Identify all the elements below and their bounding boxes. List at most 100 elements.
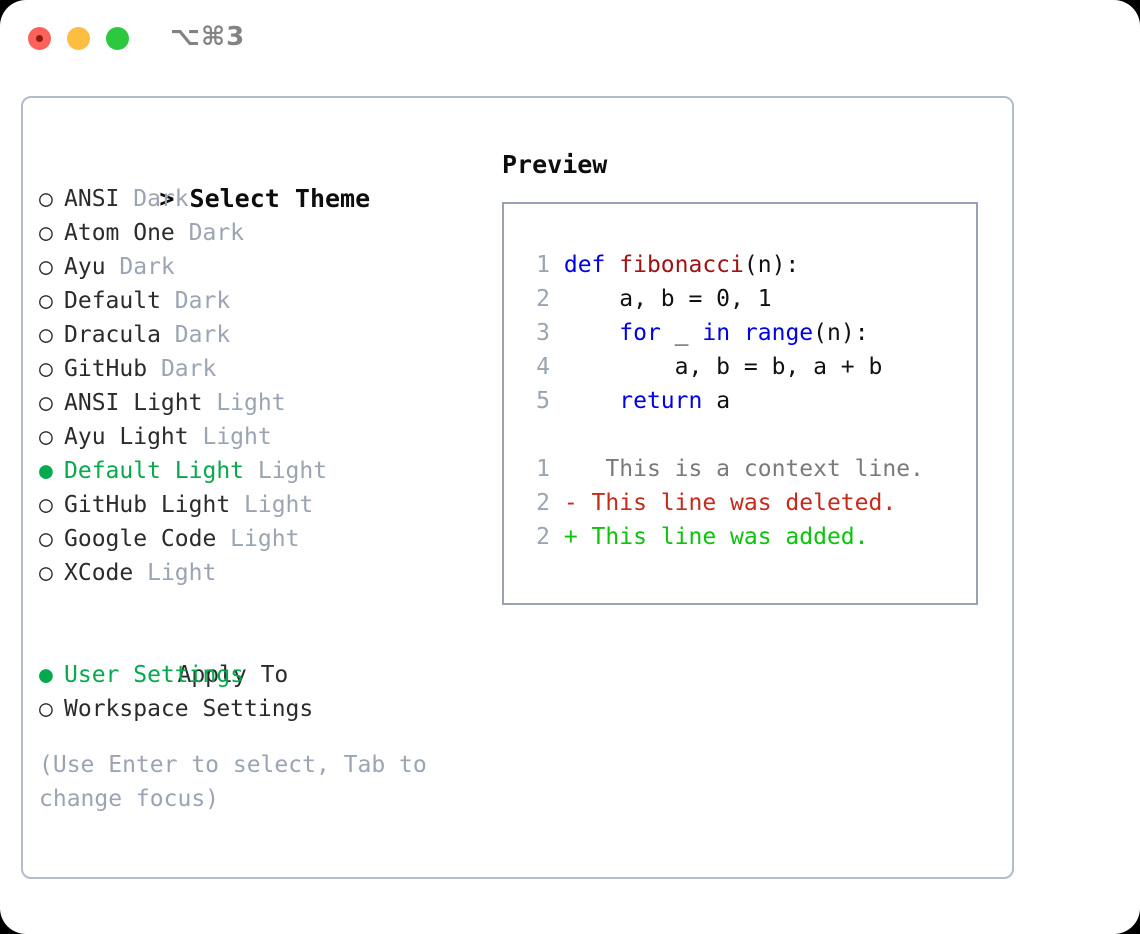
title-bar: ⌥⌘3 <box>0 0 1140 78</box>
theme-item-6[interactable]: ○ ANSI Light Light <box>39 386 509 420</box>
apply-item-1[interactable]: ○ Workspace Settings <box>39 692 509 726</box>
radio-unselected-icon[interactable]: ○ <box>39 356 53 382</box>
selection-column: > Select Theme ○ANSI Dark○Atom One Dark○… <box>39 148 509 816</box>
theme-list[interactable]: ○ ANSI Dark ○ Atom One Dark ○ Ayu Dark ○ Defaul… <box>39 182 509 590</box>
theme-item-meta: Light <box>216 526 300 552</box>
code-line-3: 4 a, b = b, a + b <box>522 350 976 384</box>
apply-to-list[interactable]: ● User Settings ○ Workspace Settings <box>39 658 509 726</box>
select-theme-heading: > Select Theme <box>39 148 509 213</box>
apply-heading-text: Apply To <box>177 662 289 688</box>
diff-line-0: 1 This is a context line. <box>522 452 976 486</box>
theme-item-meta: Dark <box>147 356 217 382</box>
radio-unselected-icon[interactable]: ○ <box>39 560 53 586</box>
code-line-0: 1 def fibonacci(n): <box>522 248 976 282</box>
theme-item-label: XCode <box>64 560 134 586</box>
theme-item-meta: Light <box>133 560 217 586</box>
code-token-plain: (n): <box>813 320 869 346</box>
radio-unselected-icon[interactable]: ○ <box>39 288 53 314</box>
code-token-kw: for <box>619 320 661 346</box>
theme-item-5[interactable]: ○ GitHub Dark <box>39 352 509 386</box>
theme-item-2[interactable]: ○ Ayu Dark <box>39 250 509 284</box>
list-spacer <box>39 590 509 624</box>
code-token-plain: _ <box>660 320 703 346</box>
diff-sample: 1 This is a context line.2 - This line w… <box>522 452 976 554</box>
diff-line-text-add: + This line was added. <box>563 524 869 550</box>
apply-item-label: User Settings <box>64 662 245 688</box>
radio-unselected-icon[interactable]: ○ <box>39 220 53 246</box>
apply-to-heading: Apply To <box>39 624 509 688</box>
code-token-plain: (n): <box>743 252 800 278</box>
code-token-kw: range <box>743 320 814 346</box>
minimize-button[interactable] <box>67 27 90 50</box>
radio-unselected-icon[interactable]: ○ <box>39 526 53 552</box>
maximize-button[interactable] <box>106 27 129 50</box>
diff-line-number: 2 <box>536 490 550 516</box>
code-token-fn: fibonacci <box>619 252 744 278</box>
theme-item-label: Atom One <box>64 220 175 246</box>
theme-item-meta: Dark <box>174 220 245 246</box>
theme-item-9[interactable]: ○ GitHub Light Light <box>39 488 509 522</box>
theme-item-1[interactable]: ○ Atom One Dark <box>39 216 509 250</box>
diff-line-text-ctx: This is a context line. <box>563 456 924 482</box>
radio-selected-icon[interactable]: ● <box>39 458 53 484</box>
theme-item-0[interactable]: ○ ANSI Dark <box>39 182 509 216</box>
theme-item-label: ANSI <box>64 186 120 212</box>
apply-item-label: Workspace Settings <box>64 696 314 722</box>
theme-item-meta: Light <box>230 492 314 518</box>
theme-item-label: GitHub Light <box>64 492 231 518</box>
radio-unselected-icon[interactable]: ○ <box>39 254 53 280</box>
code-line-1: 2 a, b = 0, 1 <box>522 282 976 316</box>
radio-unselected-icon[interactable]: ○ <box>39 390 53 416</box>
theme-heading-text: Select Theme <box>189 184 371 213</box>
theme-item-4[interactable]: ○ Dracula Dark <box>39 318 509 352</box>
code-line-number: 1 <box>536 252 550 278</box>
radio-unselected-icon[interactable]: ○ <box>39 424 53 450</box>
theme-item-11[interactable]: ○ XCode Light <box>39 556 509 590</box>
theme-item-meta: Light <box>244 458 328 484</box>
radio-selected-icon[interactable]: ● <box>39 662 53 688</box>
theme-item-meta: Dark <box>160 288 231 314</box>
radio-unselected-icon[interactable]: ○ <box>39 186 53 212</box>
diff-line-number: 1 <box>536 456 550 482</box>
theme-item-label: Default <box>64 288 161 314</box>
code-token-kw: in <box>702 320 731 346</box>
close-button[interactable] <box>28 27 51 50</box>
theme-item-label: GitHub <box>64 356 148 382</box>
radio-unselected-icon[interactable]: ○ <box>39 492 53 518</box>
theme-item-10[interactable]: ○ Google Code Light <box>39 522 509 556</box>
code-token-plain: a, b = 0, 1 <box>563 286 772 312</box>
theme-item-meta: Dark <box>119 186 189 212</box>
code-token-kw: def <box>563 252 620 278</box>
code-diff-gap <box>522 418 976 452</box>
code-line-2: 3 for _ in range(n): <box>522 316 976 350</box>
code-line-number: 4 <box>536 354 550 380</box>
preview-heading: Preview <box>502 150 608 179</box>
theme-item-label: Ayu <box>64 254 106 280</box>
theme-item-meta: Dark <box>160 322 231 348</box>
theme-item-7[interactable]: ○ Ayu Light Light <box>39 420 509 454</box>
diff-line-number: 2 <box>536 524 550 550</box>
theme-item-label: Dracula <box>64 322 161 348</box>
code-token-plain: a <box>702 388 731 414</box>
code-line-number: 3 <box>536 320 550 346</box>
theme-item-meta: Light <box>188 424 272 450</box>
code-token-kw: return <box>619 388 703 414</box>
diff-line-2: 2 + This line was added. <box>522 520 976 554</box>
theme-item-label: Ayu Light <box>64 424 189 450</box>
theme-item-label: Default Light <box>64 458 245 484</box>
keyboard-shortcut-label: ⌥⌘3 <box>170 22 246 52</box>
code-token-plain <box>564 388 619 414</box>
keyboard-hint: (Use Enter to select, Tab to change focu… <box>39 752 427 812</box>
code-line-4: 5 return a <box>522 384 976 418</box>
theme-item-label: Google Code <box>64 526 217 552</box>
theme-item-label: ANSI Light <box>64 390 203 416</box>
apply-item-0[interactable]: ● User Settings <box>39 658 509 692</box>
radio-unselected-icon[interactable]: ○ <box>39 322 53 348</box>
diff-line-1: 2 - This line was deleted. <box>522 486 976 520</box>
theme-item-8[interactable]: ● Default Light Light <box>39 454 509 488</box>
theme-item-3[interactable]: ○ Default Dark <box>39 284 509 318</box>
radio-unselected-icon[interactable]: ○ <box>39 696 53 722</box>
theme-item-meta: Light <box>202 390 286 416</box>
theme-item-meta: Dark <box>105 254 175 280</box>
